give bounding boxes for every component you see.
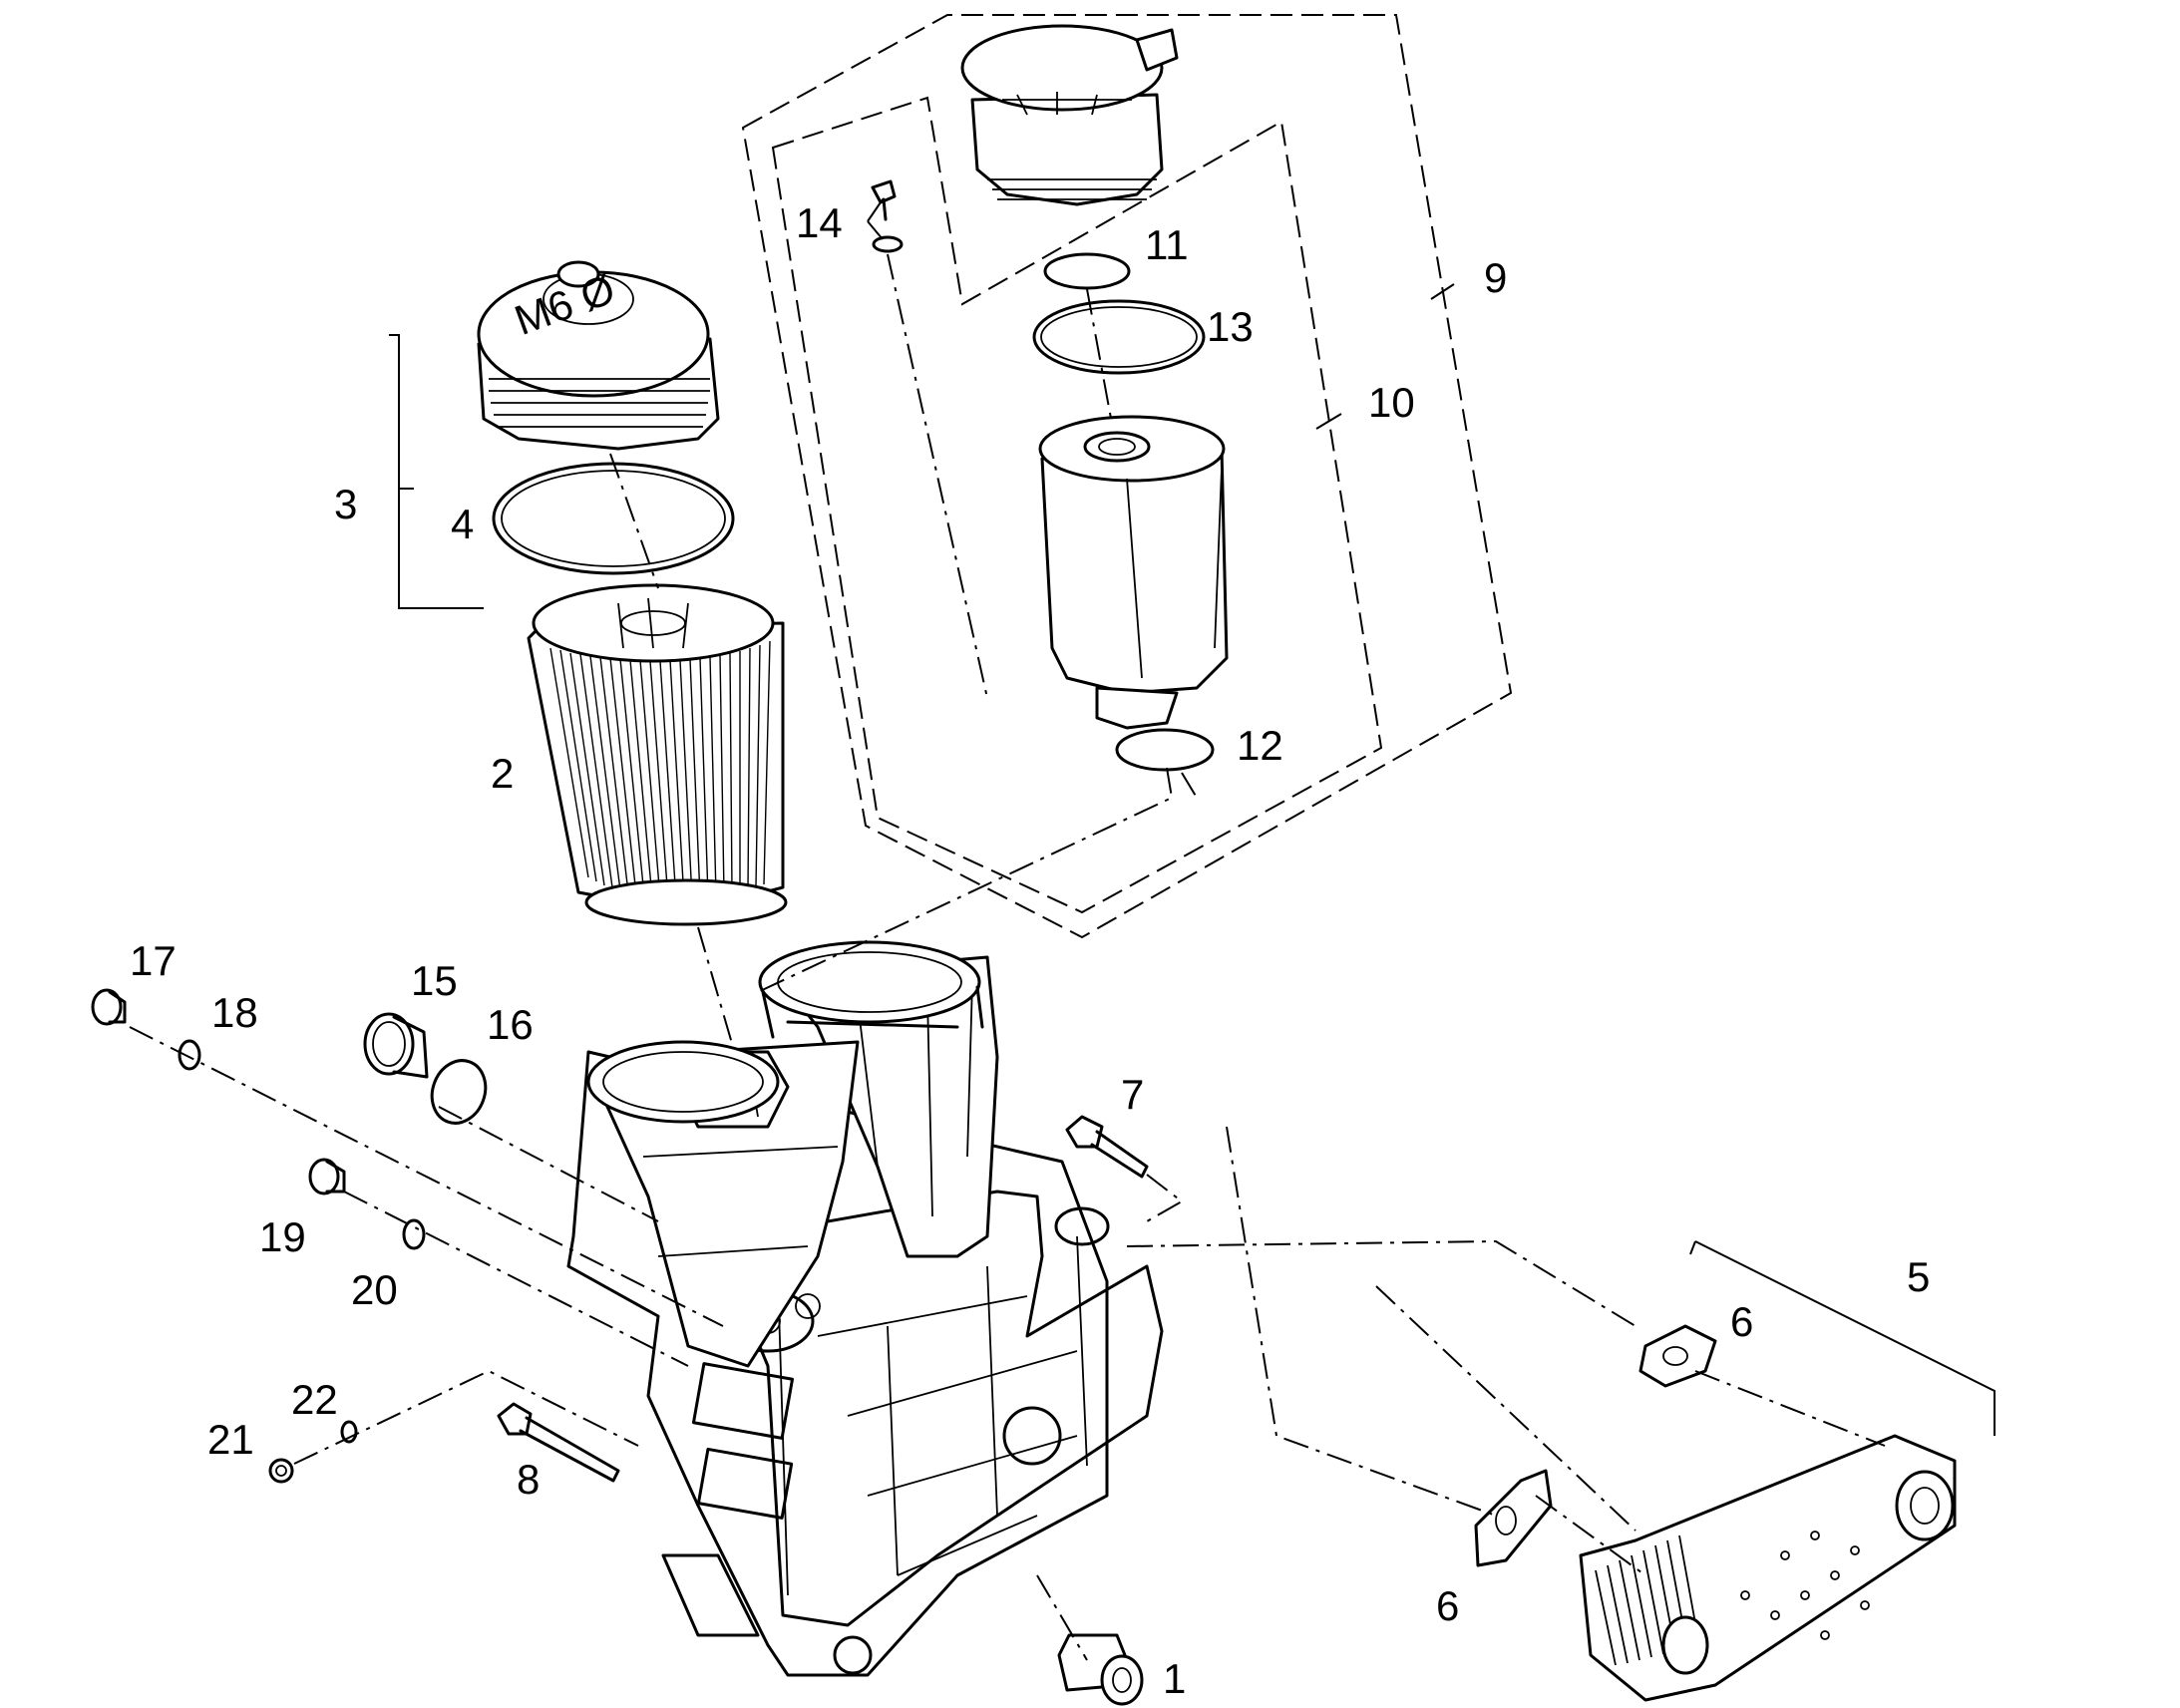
callout-10: 10 (1368, 379, 1415, 426)
callout-17: 17 (130, 937, 177, 984)
callout-20: 20 (351, 1266, 398, 1313)
callout-7: 7 (1121, 1071, 1144, 1118)
callout-13: 13 (1207, 303, 1254, 350)
callout-5: 5 (1907, 1253, 1930, 1300)
callout-18: 18 (211, 989, 258, 1036)
screw-part-14 (871, 179, 904, 253)
oring-part-16 (430, 1059, 488, 1125)
callout-21: 21 (207, 1416, 254, 1463)
group-box-9 (741, 14, 1513, 939)
ring-part-18 (178, 1039, 201, 1071)
ring-part-20 (402, 1218, 426, 1250)
bolt-part-8 (497, 1402, 620, 1483)
callout-6a: 6 (1730, 1298, 1753, 1345)
callout-19: 19 (259, 1213, 306, 1260)
oring-part-12 (1115, 728, 1215, 772)
bolt-part-7 (1065, 1115, 1149, 1179)
callout-15: 15 (411, 957, 458, 1004)
oring-part-4 (492, 462, 735, 575)
secondary-filter-part-10 (1038, 415, 1229, 730)
callout-14: 14 (796, 199, 843, 246)
filter-housing-block (566, 955, 1164, 1677)
callout-2: 2 (491, 750, 514, 797)
housing-upper-rim (586, 940, 984, 1124)
callout-9: 9 (1484, 254, 1507, 301)
callout-8: 8 (517, 1456, 540, 1503)
plug-part-21 (268, 1458, 294, 1484)
assembly-lines (129, 253, 1886, 1661)
callout-11: 11 (1145, 221, 1189, 268)
gasket-part-6-lower (1474, 1469, 1553, 1567)
callout-1: 1 (1163, 1655, 1186, 1702)
callout-6b: 6 (1436, 1582, 1459, 1629)
oil-cooler-part-5 (1579, 1434, 1957, 1702)
sensor-part-1 (1057, 1633, 1144, 1706)
callout-22: 22 (291, 1376, 338, 1423)
plug-part-17 (91, 988, 127, 1026)
callout-4: 4 (451, 501, 474, 547)
oring-part-11 (1043, 252, 1131, 290)
filter-element-part-2 (527, 583, 788, 926)
ring-part-22 (340, 1420, 358, 1444)
callouts: 1 2 3 4 5 6 6 7 8 9 10 11 12 13 14 15 16… (130, 199, 1930, 1702)
housing-cap-part-9 (960, 24, 1179, 206)
filter-cap-part-3: M6 Ø (477, 260, 720, 451)
plug-part-19 (308, 1158, 346, 1196)
gasket-part-6-upper (1638, 1324, 1717, 1388)
callout-16: 16 (487, 1001, 534, 1048)
plug-part-15 (363, 1012, 429, 1079)
callout-12: 12 (1237, 722, 1283, 769)
filter-pleats (549, 640, 771, 900)
leader-lines (389, 198, 1996, 1436)
callout-3: 3 (334, 481, 357, 527)
group-box-10 (771, 96, 1383, 914)
oring-part-13 (1032, 299, 1206, 375)
